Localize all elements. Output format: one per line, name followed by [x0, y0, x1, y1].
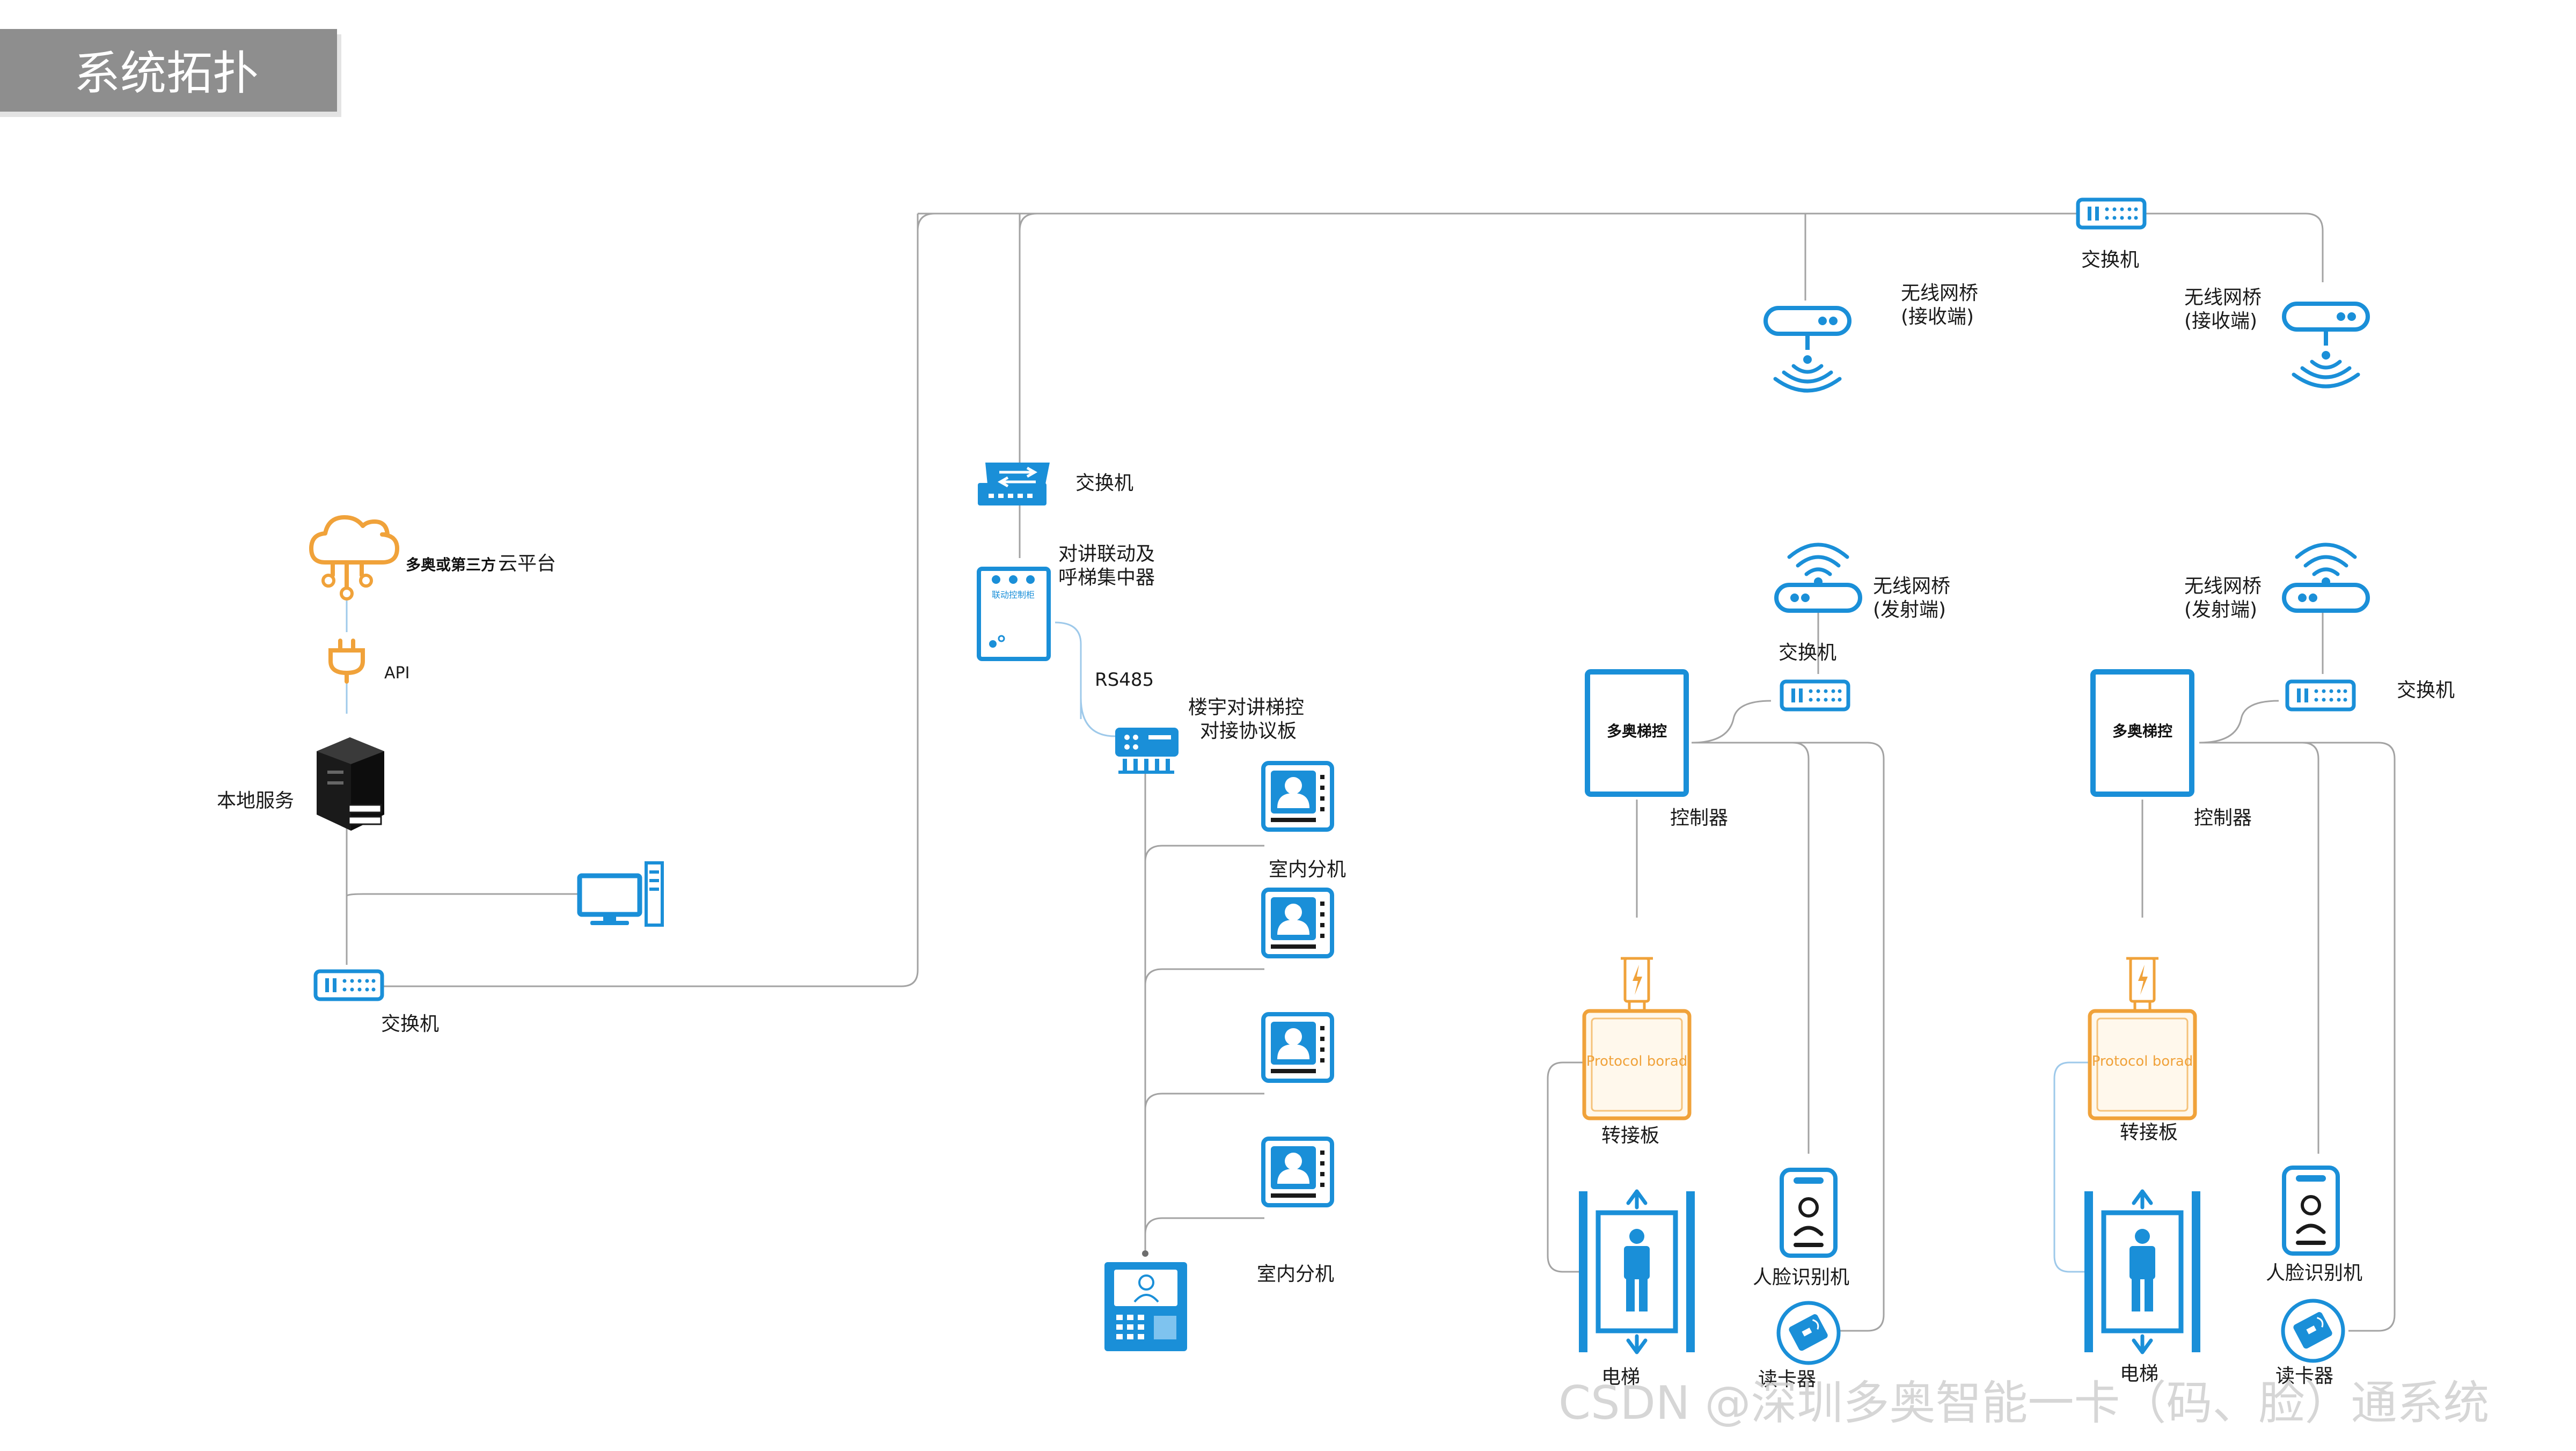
- bridge-tx-2-subtitle: (发射端): [2184, 599, 2257, 621]
- face-1-label: 人脸识别机: [1753, 1266, 1849, 1288]
- board-2-label: 转接板: [2120, 1122, 2178, 1144]
- card-reader-icon: [2283, 1301, 2343, 1361]
- indoor-monitor-icon: [1263, 1139, 1332, 1205]
- bridge-tx-1-subtitle: (发射端): [1873, 599, 1946, 621]
- local-server-label: 本地服务: [217, 790, 294, 812]
- cloud-network-icon: [309, 515, 399, 589]
- board-1-label: 转接板: [1601, 1125, 1659, 1147]
- protocol-board-title: 楼宇对讲梯控: [1188, 697, 1304, 719]
- bridge-tx-2-title: 无线网桥: [2184, 575, 2262, 597]
- network-switch-icon: [978, 463, 1050, 505]
- concentrator-panel-text: 联动控制柜: [992, 590, 1035, 600]
- protocol-board-icon: [1115, 728, 1179, 774]
- controller-2-text: 多奥梯控: [2112, 722, 2172, 740]
- elevator-2-label: 电梯: [2120, 1363, 2158, 1385]
- concentrator-subtitle: 呼梯集中器: [1058, 567, 1155, 589]
- elevator-icon: [2084, 1191, 2200, 1352]
- intercom-concentrator: 联动控制柜 对讲联动及 呼梯集中器: [977, 543, 1155, 661]
- desktop-computer-icon: [577, 861, 664, 927]
- card-reader-icon: [1779, 1303, 1839, 1363]
- reader-2-label: 读卡器: [2275, 1365, 2333, 1387]
- elevator-system-1: 无线网桥 (发射端) 交换机 多奥梯控 控制器 Protocol borad 转…: [1579, 545, 1950, 1390]
- wireless-bridge-transmitter-icon: [2284, 545, 2368, 611]
- system-2-switch-label: 交换机: [2397, 679, 2455, 701]
- face-recognition-terminal-icon: [2284, 1168, 2338, 1254]
- controller-1-label: 控制器: [1670, 807, 1728, 829]
- watermark: CSDN @深圳多奥智能一卡（码、脸）通系统: [1558, 1376, 2490, 1430]
- left-switch-label: 交换机: [381, 1013, 439, 1035]
- reader-1-label: 读卡器: [1758, 1368, 1816, 1390]
- intercom-switch-label: 交换机: [1075, 472, 1133, 494]
- bridge-tx-1-title: 无线网桥: [1873, 575, 1950, 597]
- indoor-unit-label-2: 室内分机: [1257, 1263, 1334, 1285]
- face-2-label: 人脸识别机: [2266, 1262, 2362, 1284]
- api-label: API: [384, 664, 409, 683]
- rs485-label: RS485: [1095, 669, 1154, 691]
- wireless-bridge-receiver-icon: [1766, 308, 1849, 391]
- left-switch: 交换机: [316, 971, 439, 1035]
- switch-icon: [316, 971, 382, 999]
- indoor-monitor-icon: [1263, 890, 1332, 956]
- header-bar: 系统拓扑: [0, 29, 341, 117]
- indoor-monitor-icon: [1263, 1014, 1332, 1081]
- local-server: 本地服务: [217, 737, 384, 831]
- api-connector: API: [328, 639, 409, 684]
- bridge-rx-1-title: 无线网桥: [1901, 282, 1978, 304]
- desktop-computer: [577, 861, 664, 927]
- controller-1-text: 多奥梯控: [1607, 722, 1667, 740]
- system-1-switch-label: 交换机: [1779, 642, 1836, 664]
- intercom-protocol-board: 楼宇对讲梯控 对接协议板: [1115, 697, 1304, 774]
- board-2-text: Protocol borad: [2092, 1053, 2193, 1069]
- bridge-receiver-2: 无线网桥 (接收端): [2184, 287, 2368, 386]
- page-title: 系统拓扑: [74, 47, 259, 100]
- face-recognition-terminal-icon: [1782, 1170, 1835, 1256]
- door-station: 室内分机: [1104, 1262, 1334, 1351]
- board-1-text: Protocol borad: [1586, 1053, 1688, 1069]
- concentrator-panel-icon: 联动控制柜: [977, 567, 1051, 661]
- bridge-rx-2-title: 无线网桥: [2184, 287, 2262, 309]
- plug-icon: [328, 639, 365, 684]
- bridge-rx-2-subtitle: (接收端): [2184, 310, 2257, 332]
- protocol-board-subtitle: 对接协议板: [1200, 720, 1297, 742]
- cloud-platform: 多奥或第三方云平台: [309, 515, 556, 600]
- cloud-platform-label: 多奥或第三方云平台: [406, 553, 556, 575]
- bridge-receiver-1: 无线网桥 (接收端): [1766, 282, 1978, 391]
- switch-icon: [1782, 681, 1848, 709]
- connection-wires: [346, 212, 2396, 1332]
- cloud-node-left: [321, 574, 335, 588]
- indoor-monitor-icon: [1263, 763, 1332, 830]
- top-switch-label: 交换机: [2081, 249, 2139, 271]
- controller-2-label: 控制器: [2194, 807, 2252, 829]
- wireless-bridge-transmitter-icon: [1776, 545, 1860, 611]
- concentrator-title: 对讲联动及: [1058, 543, 1155, 565]
- elevator-1-label: 电梯: [1601, 1366, 1640, 1388]
- cloud-node-right: [359, 574, 373, 588]
- protocol-board-icon: [2090, 958, 2195, 1118]
- switch-icon: [2287, 681, 2354, 709]
- elevator-system-2: 无线网桥 (发射端) 交换机 多奥梯控 控制器 Protocol borad 转…: [2084, 545, 2455, 1387]
- server-icon: [317, 737, 384, 831]
- top-switch: 交换机: [2078, 200, 2145, 271]
- protocol-board-icon: [1584, 958, 1689, 1118]
- elevator-icon: [1579, 1191, 1695, 1352]
- cloud-node-center: [340, 587, 354, 600]
- door-station-icon: [1104, 1262, 1187, 1351]
- indoor-unit-label-1: 室内分机: [1269, 859, 1346, 881]
- wireless-bridge-receiver-icon: [2284, 304, 2368, 386]
- bridge-rx-1-subtitle: (接收端): [1901, 306, 1974, 328]
- intercom-switch: 交换机: [978, 463, 1133, 505]
